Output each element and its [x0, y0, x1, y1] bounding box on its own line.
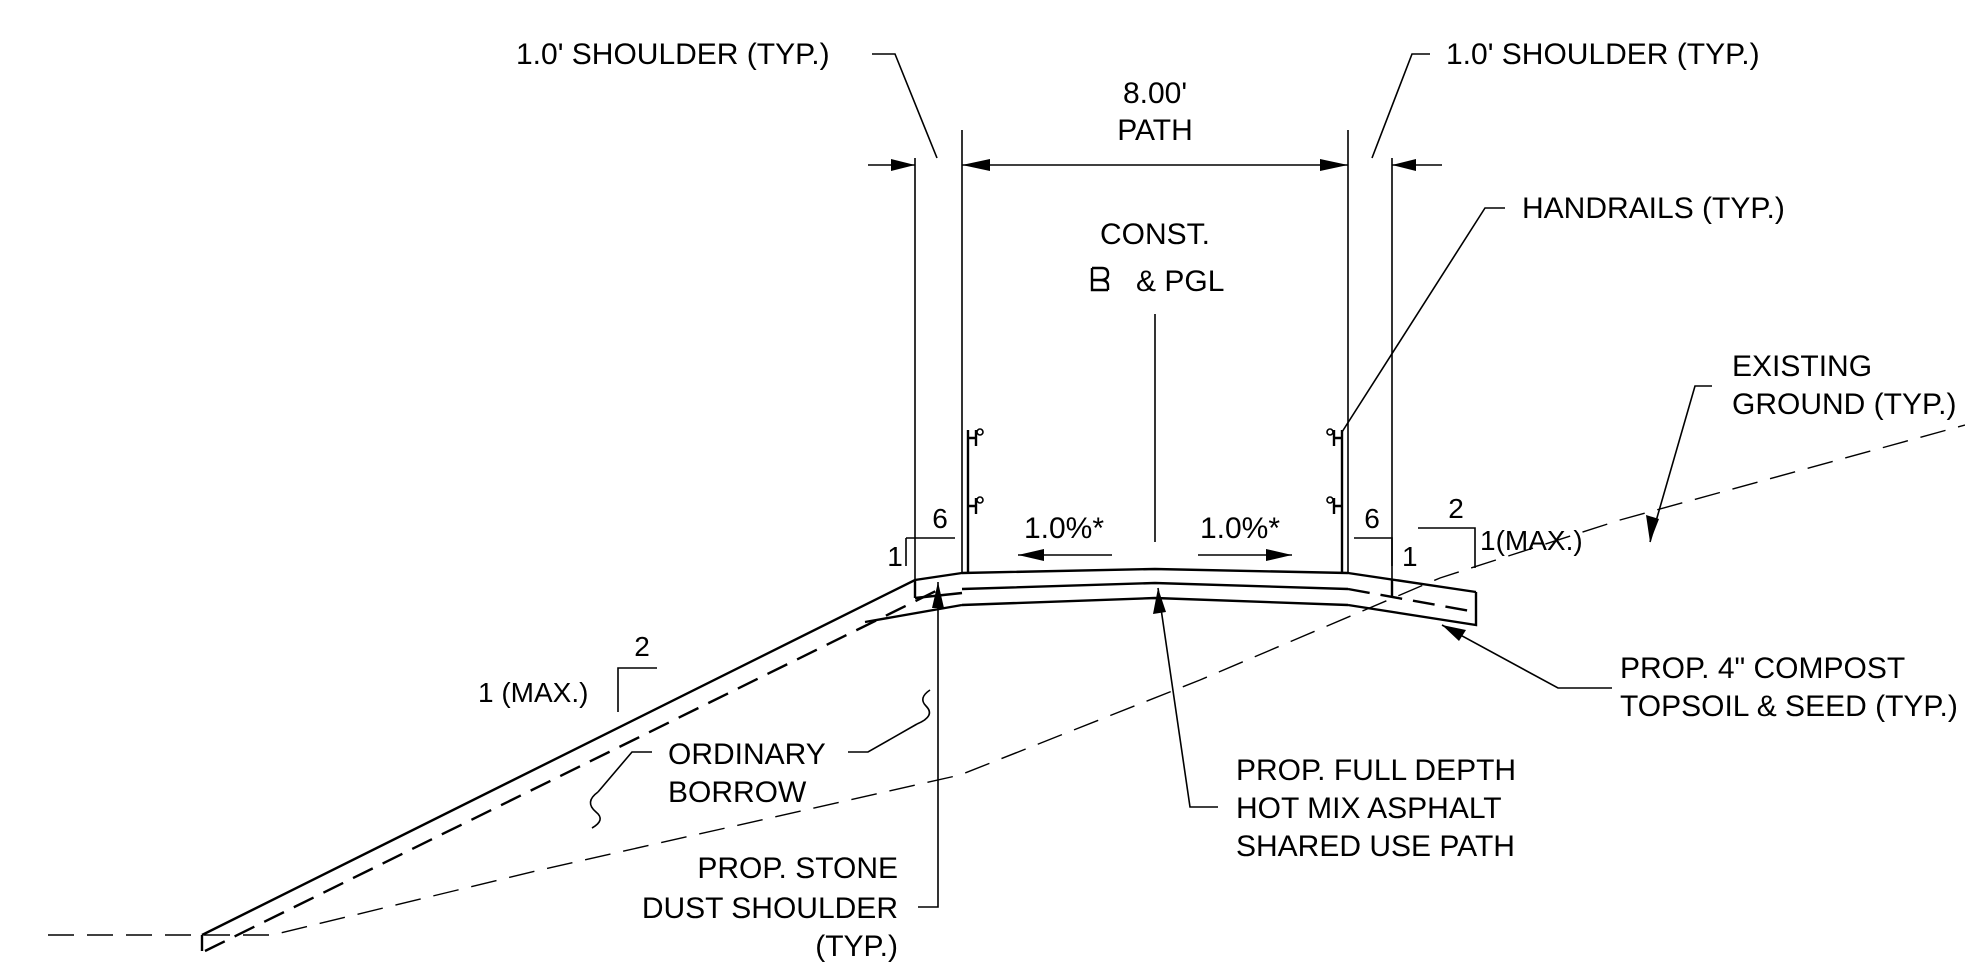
leader-shoulder-right	[1371, 53, 1430, 159]
label-stone-2: DUST SHOULDER	[642, 892, 898, 925]
pavement-bottom	[961, 596, 1349, 607]
leader-shoulder-left	[872, 53, 938, 159]
label-hma-1: PROP. FULL DEPTH	[1236, 754, 1516, 787]
ratio-fill-bracket	[617, 667, 657, 712]
label-stone-3: (TYP.)	[815, 930, 898, 963]
pavement-mid	[961, 581, 1349, 591]
existing-ground-line	[48, 424, 1965, 936]
cut-slope-compost-line	[1347, 587, 1471, 613]
path-dimension-arrow-left	[962, 159, 990, 171]
ratio-left-bracket	[905, 537, 955, 566]
ratio-right-bracket	[1354, 537, 1393, 566]
ratio-left-rise: 1	[887, 541, 903, 572]
ratio-cut-rise: 1(MAX.)	[1480, 525, 1583, 556]
ratio-fill-rise: 1 (MAX.)	[478, 677, 588, 708]
shoulder-right-dim-arrow	[1392, 159, 1416, 171]
shoulder-left-dim-arrow	[891, 159, 915, 171]
label-slope-left: 1.0%*	[1024, 512, 1104, 545]
handrail-right	[1326, 428, 1344, 573]
label-slope-right: 1.0%*	[1200, 512, 1280, 545]
ratio-right-rise: 1	[1402, 541, 1418, 572]
leader-hma-arrow	[1153, 588, 1166, 614]
label-handrails: HANDRAILS (TYP.)	[1522, 192, 1785, 225]
leader-existing-ground	[1649, 385, 1712, 543]
pavement-top	[961, 567, 1349, 575]
label-compost-2: TOPSOIL & SEED (TYP.)	[1620, 690, 1958, 723]
leader-borrow	[848, 723, 918, 753]
handrail-left	[966, 428, 984, 573]
ratio-fill-run: 2	[634, 631, 650, 662]
leader-compost	[1441, 624, 1612, 689]
label-borrow-1: ORDINARY	[668, 738, 826, 771]
ratio-cut-run: 2	[1448, 493, 1464, 524]
shoulder-left-underside	[864, 603, 963, 624]
leader-compost-arrow	[1442, 625, 1466, 641]
leader-handrails	[1341, 207, 1505, 433]
label-stone-1: PROP. STONE	[697, 852, 898, 885]
label-shoulder-right: 1.0' SHOULDER (TYP.)	[1446, 38, 1760, 71]
shoulder-right-bottom	[1347, 592, 1478, 627]
label-compost-1: PROP. 4" COMPOST	[1620, 652, 1905, 685]
label-hma-2: HOT MIX ASPHALT	[1236, 792, 1502, 825]
ratio-left-run: 6	[932, 503, 948, 534]
fill-slope-compost-line	[204, 588, 939, 953]
ratio-cut-bracket	[1418, 527, 1476, 568]
label-const-pgl: & PGL	[1136, 265, 1224, 298]
label-borrow-2: BORROW	[668, 776, 807, 809]
path-dimension-arrow-right	[1320, 159, 1348, 171]
leader-existing-ground-arrow	[1646, 515, 1659, 542]
borrow-break-left	[589, 791, 601, 829]
label-path-width: 8.00'	[1123, 77, 1187, 110]
label-hma-3: SHARED USE PATH	[1236, 830, 1515, 863]
slope-arrow-right-head	[1266, 549, 1292, 561]
ratio-right-run: 6	[1364, 503, 1380, 534]
label-existing-1: EXISTING	[1732, 350, 1872, 383]
label-existing-2: GROUND (TYP.)	[1732, 388, 1956, 421]
leader-stone-dust	[918, 582, 939, 908]
borrow-break-right	[916, 689, 931, 725]
baseline-symbol	[1090, 266, 1110, 292]
label-path: PATH	[1117, 114, 1193, 147]
label-const: CONST.	[1100, 218, 1210, 251]
slope-arrow-left-head	[1018, 549, 1044, 561]
leader-hma	[1157, 587, 1218, 808]
shoulder-right-top	[1347, 571, 1477, 594]
leader-stone-dust-arrow	[932, 582, 944, 608]
label-shoulder-left: 1.0' SHOULDER (TYP.)	[516, 38, 830, 71]
leader-borrow-left	[597, 751, 652, 793]
